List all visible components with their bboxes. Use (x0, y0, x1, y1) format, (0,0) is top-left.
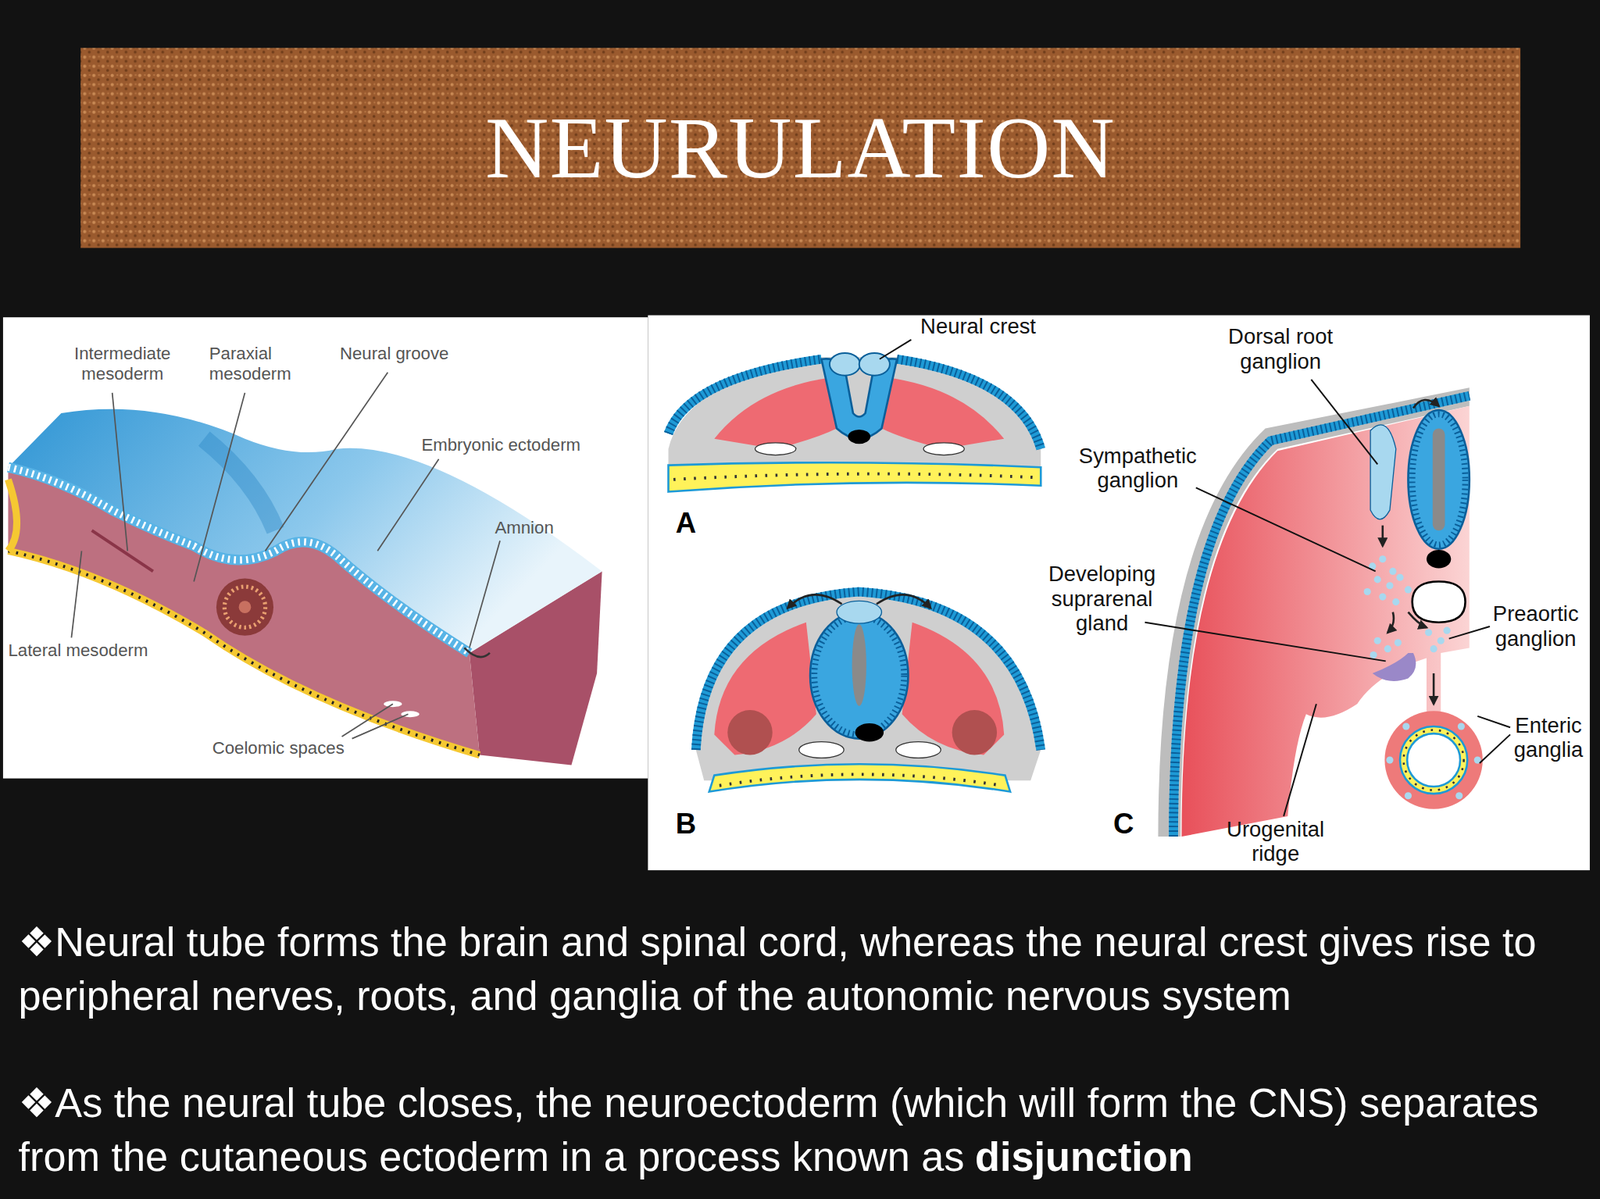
structure-label: Developing suprarenal gland (1030, 562, 1174, 637)
leader-lines (71, 372, 500, 740)
panel-letter: B (675, 807, 717, 841)
embryo-block (7, 409, 602, 766)
panel-letter: C (1113, 807, 1154, 841)
structure-label: Enteric ganglia (1500, 713, 1597, 763)
bullet-text: ❖Neural tube forms the brain and spinal … (18, 915, 1586, 1024)
structure-label: Paraxial mesoderm (209, 343, 302, 384)
structure-label: Intermediate mesoderm (56, 343, 190, 384)
panel-background (647, 315, 1590, 872)
structure-label: Preaortic ganglion (1479, 602, 1593, 652)
structure-label: Urogenital ridge (1214, 817, 1337, 867)
section-c (1157, 387, 1483, 837)
section-a (668, 353, 1042, 493)
bold-term: disjunction (975, 1134, 1193, 1179)
leader-lines (879, 339, 1511, 817)
structure-label: Sympathetic ganglion (1060, 443, 1215, 493)
structure-label: Neural groove (339, 343, 483, 365)
structure-label: Coelomic spaces (212, 739, 397, 760)
structure-label: Embryonic ectoderm (421, 435, 625, 457)
structure-label: Dorsal root ganglion (1193, 324, 1368, 374)
bullet-text: ❖As the neural tube closes, the neuroect… (18, 1080, 1540, 1179)
panel-letter: A (675, 507, 717, 540)
bullet-paragraph: ❖As the neural tube closes, the neuroect… (18, 1076, 1586, 1185)
structure-label: Lateral mesoderm (7, 640, 192, 661)
slide-title: NEURULATION (80, 47, 1521, 248)
panel-background (3, 317, 648, 779)
section-b (696, 589, 1041, 793)
title-band (80, 47, 1521, 248)
structure-label: Amnion (494, 518, 597, 540)
structure-label: Neural crest (920, 314, 1084, 340)
